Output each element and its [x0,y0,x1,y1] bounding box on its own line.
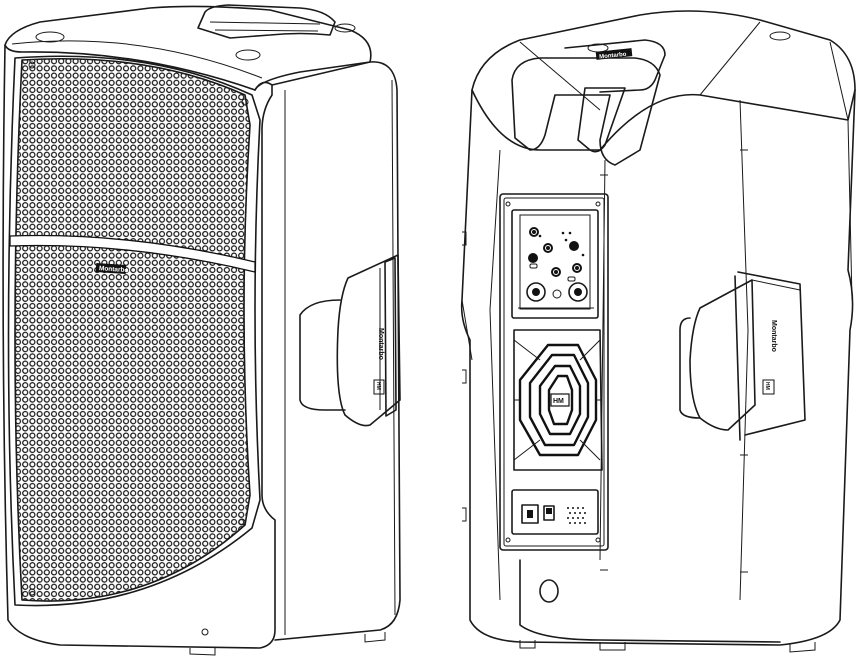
rear-speaker: Montarbo [460,10,856,653]
side-handle-logo-text: Montarbo [377,328,384,360]
power-section [511,489,599,535]
control-knobs [528,227,582,277]
heatsink: HM [513,329,603,471]
grille-logo-badge: Montarbo [95,262,129,274]
amp-panel: HM [499,193,609,551]
side-handle-badge: HM [375,382,381,390]
rear-side-handle-badge: HM [764,382,770,390]
rear-top-handle: Montarbo [511,39,666,166]
xlr-connectors [526,282,588,302]
speaker-grille [15,58,250,602]
grille-logo-text: Montarbo [99,265,129,274]
rear-side-handle-logo: Montarbo [770,320,777,352]
side-handle-right: Montarbo HM [679,271,806,441]
side-handle-left: Montarbo HM [299,254,401,427]
amp-badge: HM [553,398,564,405]
pole-mount-hole [539,579,559,603]
led-indicators [538,231,585,257]
front-speaker: Montarbo Montarbo HM [2,4,401,656]
rear-handle-logo-text: Montarbo [599,52,627,61]
